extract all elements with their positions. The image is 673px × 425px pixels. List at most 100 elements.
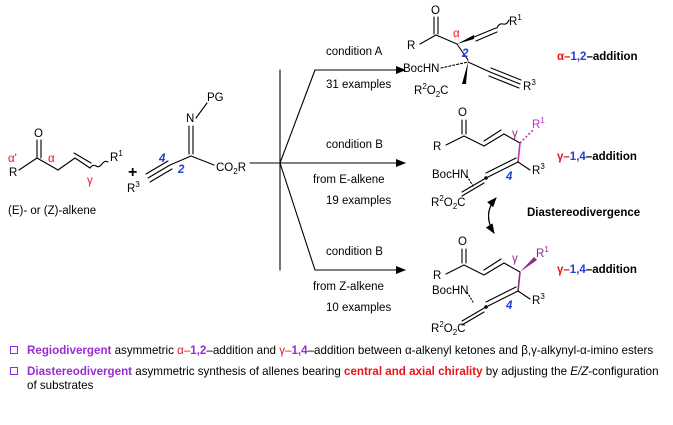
p3-o-label: O (458, 236, 467, 248)
p3-selectivity-tag: γ–1,4–addition (557, 264, 637, 276)
p3-ester-label: R2O2C (431, 320, 465, 337)
p2-gamma-label: γ (512, 128, 518, 140)
bullet-square-icon (10, 366, 18, 375)
p1-r3-label: R3 (523, 78, 536, 93)
alkyne-bond (489, 71, 521, 85)
p2-r1-label: R1 (532, 116, 545, 131)
p1-r-label: R (407, 40, 415, 52)
allene-bond (487, 161, 519, 178)
p3-r-label: R (433, 270, 441, 282)
bullet-2-text: -configuration of substrates (27, 364, 659, 393)
reaction-arrows (249, 66, 406, 274)
bond (517, 290, 531, 300)
allene-bond (461, 177, 487, 193)
p1-ester-label: R2O2C (414, 82, 448, 99)
arrow-branch (279, 69, 316, 164)
reaction-scheme: α' R O α R1 γ (E)- or (Z)-alkene + N PG … (8, 5, 640, 337)
bond (57, 157, 76, 171)
bond (169, 155, 192, 166)
condition-b-e-label: condition B (326, 139, 383, 151)
wedge-bond (520, 257, 537, 272)
bond (517, 142, 521, 163)
product-alpha-12: O R α R1 2 BocHN R2O2C R3 (403, 5, 536, 99)
substrate-imino-ester: N PG CO2R 2 4 R3 (127, 92, 246, 195)
wavy-bond (89, 160, 109, 169)
p1-position-2-label: 2 (461, 48, 469, 60)
condition-b-z-label: condition B (326, 246, 383, 258)
bond (466, 175, 474, 187)
condition-b-z-from: from Z-alkene (313, 281, 384, 293)
diastereodivergence-arrow (487, 197, 497, 234)
allene-bond (485, 286, 517, 303)
bond (195, 102, 208, 119)
bullet-2-text: by adjusting the (482, 364, 571, 378)
alkene-bond (475, 31, 498, 42)
hashed-bond (519, 128, 535, 144)
bullet-regiodivergent: Regiodivergent asymmetric α–1,2–addition… (5, 344, 669, 359)
diastereodivergence-label: Diastereodivergence (527, 207, 640, 219)
bond (445, 135, 465, 146)
r1-label: R1 (110, 149, 123, 164)
product-gamma-14-z: O R γ R1 4 R3 BocHN R2O2C (431, 236, 549, 337)
alkyne-bond (147, 164, 171, 179)
bullet-1-text: –addition between α-alkenyl ketones and … (307, 344, 654, 357)
r3-label: R3 (127, 180, 140, 195)
bond (419, 34, 437, 45)
condition-b-z-examples: 10 examples (326, 302, 391, 314)
condition-b-e-from: from E-alkene (313, 174, 385, 186)
p1-r1-label: R1 (509, 13, 522, 28)
bond (440, 61, 469, 69)
p1-selectivity-tag: α–1,2–addition (557, 51, 638, 63)
bond (190, 155, 215, 166)
imine-n-label: N (186, 113, 194, 125)
alkene-bond (483, 262, 505, 276)
alkyne-bond (490, 67, 522, 81)
allene-bond (461, 182, 485, 197)
alkene-bond (473, 27, 497, 38)
condition-a-examples: 31 examples (326, 79, 391, 91)
allene-bond (485, 157, 517, 174)
p2-selectivity-tag: γ–1,4–addition (557, 151, 637, 163)
alkene-bond (483, 258, 502, 271)
condition-a-label: condition A (326, 46, 383, 58)
condition-b-e-examples: 19 examples (326, 195, 391, 207)
alkyne-bond (145, 160, 169, 175)
bond (466, 291, 474, 303)
p2-r-label: R (433, 141, 441, 153)
bond (503, 133, 521, 144)
p2-r3-label: R3 (532, 162, 545, 177)
alkene-bond (483, 129, 502, 142)
wedge-bond (457, 35, 474, 44)
plus-sign: + (128, 164, 137, 181)
p2-bochn-label: BocHN (432, 169, 468, 181)
alpha-label: α (48, 153, 55, 165)
bond (503, 262, 521, 273)
alkene-bond (74, 157, 91, 169)
position-2-label: 2 (177, 164, 185, 176)
bond (517, 271, 521, 292)
bond (463, 264, 485, 276)
allene-bond (461, 306, 487, 322)
bullet-1-text: asymmetric (111, 344, 178, 357)
bullet-1-gamma: γ– (279, 344, 292, 357)
ketone-r-label: R (9, 167, 17, 179)
bullet-2-lead: Diastereodivergent (27, 364, 133, 378)
bond (463, 135, 485, 147)
bullet-1-text: –addition and (206, 344, 280, 357)
ester-label: CO2R (216, 162, 246, 176)
p3-bochn-label: BocHN (432, 285, 468, 297)
bullet-1-lead: Regiodivergent (27, 344, 112, 357)
ketone-o-label: O (34, 128, 43, 140)
alkyne-bond (488, 75, 520, 89)
p3-gamma-label: γ (512, 253, 518, 265)
substrate-ketone: α' R O α R1 γ (E)- or (Z)-alkene (8, 128, 123, 217)
bullet-2-highlight: central and axial chirality (344, 364, 483, 378)
wavy-bond (496, 19, 510, 29)
bond (456, 43, 469, 61)
bullet-diastereodivergent: Diastereodivergent asymmetric synthesis … (5, 365, 669, 394)
alkyne-bond (149, 168, 173, 183)
bullet-1-alpha: α– (177, 344, 191, 357)
position-4-label: 4 (158, 153, 166, 165)
p2-position-4-label: 4 (505, 171, 513, 183)
alkene-bond (73, 152, 92, 164)
